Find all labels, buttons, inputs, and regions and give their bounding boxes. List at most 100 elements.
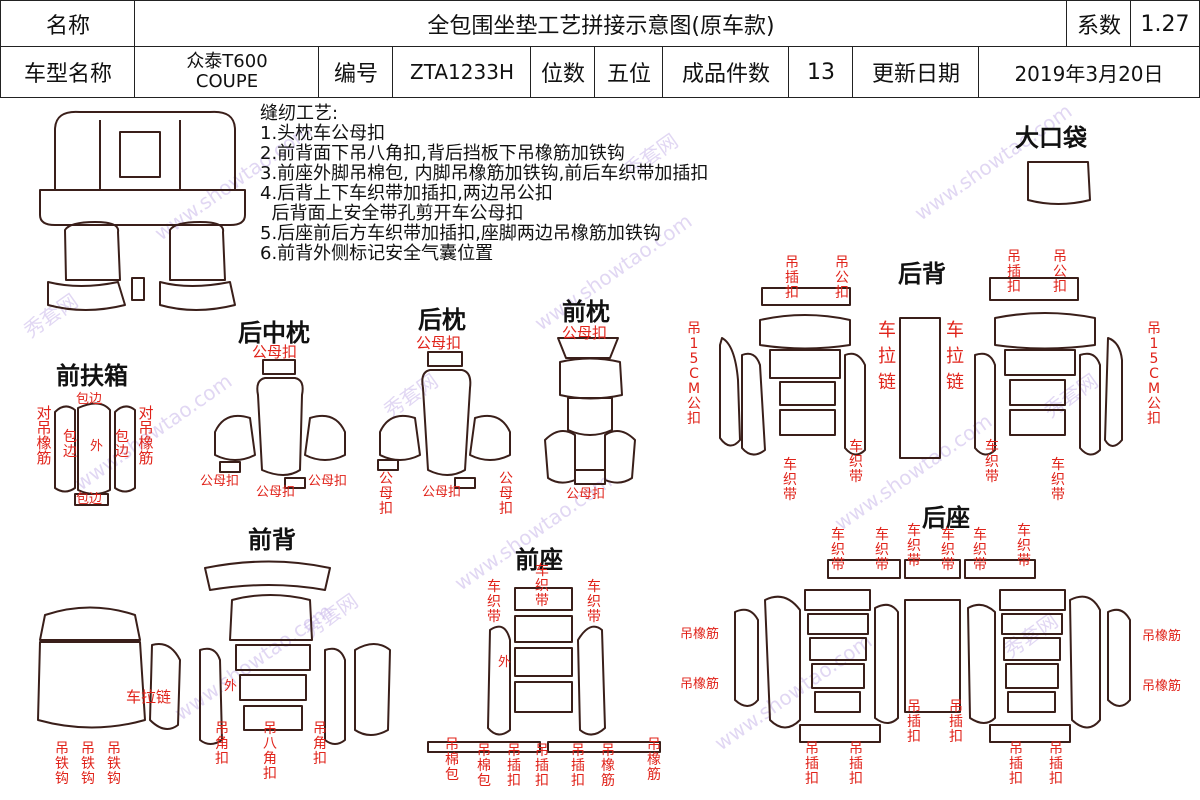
section-rear-pillow: 后枕: [418, 306, 466, 334]
label-hang-buckle: 吊插扣: [785, 255, 799, 301]
label-hang-buckle: 吊插扣: [1007, 249, 1021, 295]
notes-heading: 缝纫工艺:: [260, 103, 339, 124]
section-front-seat: 前座: [515, 546, 563, 574]
header-table: 名称 全包围坐垫工艺拼接示意图(原车款) 系数 1.27 车型名称 众泰T600…: [0, 0, 1200, 98]
label-hang-buckle: 吊插扣: [849, 741, 863, 787]
section-big-pocket: 大口袋: [1015, 124, 1087, 152]
label-hang-elastic: 吊橡筋: [601, 743, 615, 789]
label-male-female-buckle: 公母扣: [256, 485, 296, 500]
label-hang-buckle: 吊插扣: [535, 743, 549, 789]
label-webbing: 车织带: [1051, 457, 1065, 503]
label-hang-buckle: 吊插扣: [805, 741, 819, 787]
label-hang-elastic-pair: 对吊橡筋: [138, 404, 154, 467]
label-male-female-buckle: 公母扣: [422, 485, 462, 500]
section-front-pillow: 前枕: [562, 298, 610, 326]
label-hang-elastic: 吊橡筋: [1142, 629, 1182, 644]
label-hang-corner: 吊角扣: [313, 721, 327, 767]
label-male-female-buckle: 公母扣: [416, 334, 462, 352]
code-label: 编号: [318, 46, 394, 98]
label-hang-iron-hook: 吊铁钩: [107, 741, 121, 787]
rear-pillow-pieces: [377, 351, 511, 489]
label-hang-buckle: 吊插扣: [907, 699, 921, 745]
label-webbing: 车织带: [587, 579, 601, 625]
front-seat-pieces: [427, 587, 661, 753]
label-car-zipper: 车拉链: [126, 688, 172, 706]
note-line: 1.头枕车公母扣: [260, 123, 386, 144]
label-hang-buckle: 吊插扣: [949, 699, 963, 745]
rear-seat-pieces: [734, 559, 1131, 743]
label-hang-elastic: 吊橡筋: [1142, 679, 1182, 694]
label-webbing: 车织带: [907, 523, 921, 569]
model-label: 车型名称: [0, 46, 136, 98]
label-webbing: 车织带: [849, 439, 863, 485]
label-webbing: 车织带: [783, 457, 797, 503]
model-value: 众泰T600 COUPE: [134, 46, 320, 98]
label-hang-iron-hook: 吊铁钩: [55, 741, 69, 787]
label-webbing: 车织带: [535, 563, 549, 609]
label-hang-elastic: 吊橡筋: [680, 627, 720, 642]
label-hang-buckle: 吊插扣: [507, 743, 521, 789]
note-line: 6.前背外侧标记安全气囊位置: [260, 243, 494, 264]
label-hang-cotton: 吊棉包: [477, 743, 491, 789]
big-pocket-piece: [1027, 161, 1091, 205]
section-front-back: 前背: [248, 526, 296, 554]
label-webbing: 车织带: [875, 527, 889, 573]
label-male-female-buckle: 公母扣: [379, 471, 393, 517]
label-outer: 外: [224, 679, 238, 694]
rear-mid-pillow-pieces: [214, 359, 346, 489]
model-line1: 众泰T600: [186, 51, 268, 72]
section-rear-mid-pillow: 后中枕: [238, 319, 310, 347]
rear-seat-thumbnail: [39, 110, 246, 226]
label-male-female-buckle: 公母扣: [562, 324, 608, 342]
label-hang-corner: 吊角扣: [215, 721, 229, 767]
label-hang-cotton: 吊棉包: [445, 737, 459, 783]
seats-value: 五位: [594, 46, 664, 98]
label-edging: 包边: [76, 392, 103, 407]
label-hang-15cm: 吊15CM公扣: [687, 321, 701, 427]
seats-label: 位数: [530, 46, 596, 98]
label-webbing: 车织带: [985, 439, 999, 485]
label-hang-iron-hook: 吊铁钩: [81, 741, 95, 787]
label-webbing: 车织带: [1017, 523, 1031, 569]
label-hang-male-buckle: 吊公扣: [835, 255, 849, 301]
label-webbing: 车织带: [831, 527, 845, 573]
coef-label: 系数: [1066, 0, 1132, 48]
label-hang-elastic: 吊橡筋: [680, 677, 720, 692]
label-outer: 外: [90, 439, 104, 454]
label-hang-15cm: 吊15CM公扣: [1147, 321, 1161, 427]
front-back-pieces: [37, 560, 391, 745]
name-label: 名称: [0, 0, 136, 48]
label-male-female-buckle: 公母扣: [566, 487, 606, 502]
label-hang-octagon: 吊八角扣: [263, 721, 277, 782]
model-line2: COUPE: [195, 71, 259, 92]
update-value: 2019年3月20日: [978, 46, 1200, 98]
section-front-armrest: 前扶箱: [56, 362, 128, 390]
rear-back-pieces: [719, 277, 1123, 459]
section-rear-back: 后背: [898, 260, 946, 288]
pattern-diagram: [37, 110, 1131, 753]
note-line: 5.后座前后方车织带加插扣,座脚两边吊橡筋加铁钩: [260, 223, 661, 244]
note-line: 4.后背上下车织带加插扣,两边吊公扣: [260, 183, 553, 204]
note-line: 2.前背面下吊八角扣,背后挡板下吊橡筋加铁钩: [260, 143, 625, 164]
label-hang-buckle: 吊插扣: [571, 743, 585, 789]
pieces-value: 13: [788, 46, 854, 98]
front-seats-thumbnail: [47, 221, 236, 311]
label-hang-buckle: 吊插扣: [1049, 741, 1063, 787]
front-armrest-pieces: [54, 402, 136, 506]
note-line: 3.前座外脚吊棉包, 内脚吊橡筋加铁钩,前后车织带加插扣: [260, 163, 709, 184]
label-webbing: 车织带: [973, 527, 987, 573]
label-edging: 包边: [76, 492, 103, 507]
code-value: ZTA1233H: [392, 46, 532, 98]
sewing-notes: 缝纫工艺: 1.头枕车公母扣 2.前背面下吊八角扣,背后挡板下吊橡筋加铁钩 3.…: [260, 104, 708, 264]
label-male-female-buckle: 公母扣: [499, 471, 513, 517]
pieces-label: 成品件数: [662, 46, 790, 98]
front-pillow-pieces: [544, 337, 636, 485]
label-hang-elastic-pair: 对吊橡筋: [36, 404, 52, 467]
label-outer: 外: [498, 655, 512, 670]
label-edging: 包边: [63, 429, 77, 460]
label-edging: 包边: [115, 429, 129, 460]
label-hang-male-buckle: 吊公扣: [1053, 249, 1067, 295]
coef-value: 1.27: [1130, 0, 1200, 48]
label-hang-elastic: 吊橡筋: [647, 737, 661, 783]
label-hang-buckle: 吊插扣: [1009, 741, 1023, 787]
